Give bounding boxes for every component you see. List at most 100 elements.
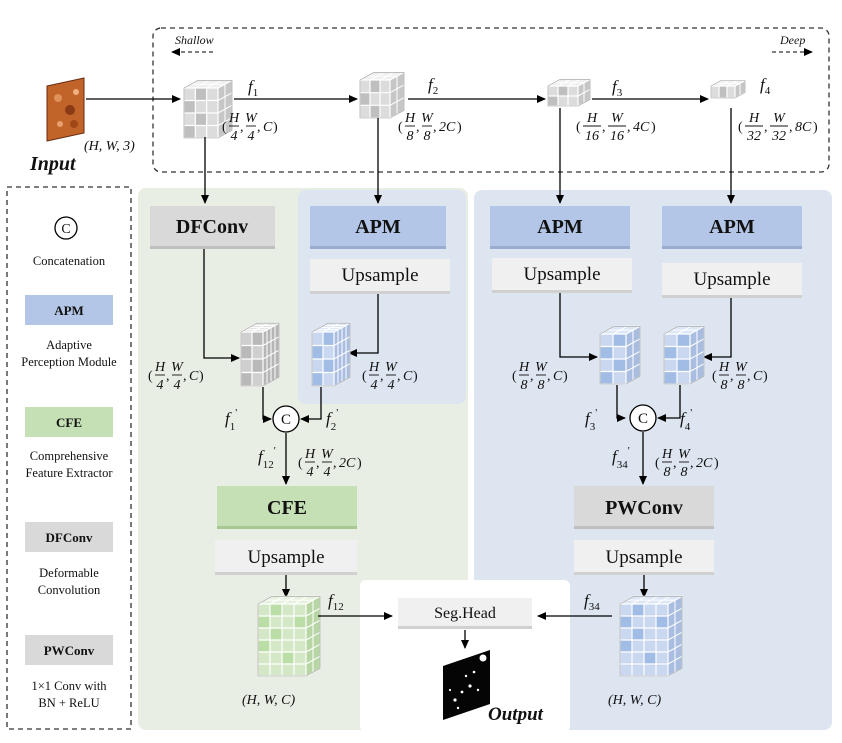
upsample-pwconv-label: Upsample <box>605 547 682 568</box>
cube-f2-prime <box>311 322 351 387</box>
legend-apm-line2: Perception Module <box>21 355 117 369</box>
svg-text:H: H <box>404 111 416 126</box>
legend-cfe-box <box>25 407 113 437</box>
f12-prime-label: f12' <box>258 445 276 471</box>
legend-concat-icon <box>54 216 78 240</box>
arrow-f3p-to-concat <box>616 385 626 422</box>
f4-label: f4 <box>760 75 771 97</box>
svg-text:C: C <box>403 369 413 384</box>
svg-text:): ) <box>763 369 768 384</box>
svg-text:(: ( <box>148 369 153 384</box>
apm-module-f3: APM <box>490 206 630 249</box>
arrow-f4p-to-concat <box>657 385 681 422</box>
svg-text:,: , <box>764 120 768 135</box>
concat-right-symbol: C <box>638 411 648 427</box>
legend-dfconv-line1: Deformable <box>39 566 99 580</box>
svg-text:W: W <box>535 360 548 375</box>
legend-item-dfconv: DFConv Deformable Convolution <box>25 522 113 597</box>
svg-text:,: , <box>240 120 244 135</box>
legend-cfe-line2: Feature Extractor <box>25 466 113 480</box>
svg-text:,: , <box>730 369 734 384</box>
f1-dims: (H4,W4,C) <box>222 111 278 144</box>
svg-text:8: 8 <box>664 465 671 480</box>
legend-apm-label: APM <box>54 303 84 318</box>
f2-dims: (H8,W8,2C) <box>398 111 462 144</box>
svg-text:4: 4 <box>388 378 395 393</box>
upsample-cfe: Upsample <box>215 540 357 575</box>
apm-f4-label: APM <box>709 216 755 238</box>
svg-text:): ) <box>813 120 818 135</box>
cube-f34 <box>619 595 683 677</box>
svg-text:): ) <box>563 369 568 384</box>
svg-text:,: , <box>166 369 170 384</box>
svg-text:4C: 4C <box>633 120 650 135</box>
legend-pwconv-label: PWConv <box>44 643 95 658</box>
svg-text:4: 4 <box>231 129 238 144</box>
upsample-pwconv: Upsample <box>574 540 714 575</box>
svg-text:,: , <box>602 120 606 135</box>
svg-text:W: W <box>678 447 691 462</box>
svg-text:(: ( <box>222 120 227 135</box>
svg-text:W: W <box>611 111 624 126</box>
svg-text:16: 16 <box>585 129 599 144</box>
svg-text:(: ( <box>512 369 517 384</box>
svg-text:,: , <box>547 369 551 384</box>
concat-right-icon <box>629 404 657 432</box>
svg-text:C: C <box>753 369 763 384</box>
svg-text:2C: 2C <box>696 456 713 471</box>
encoder-frame <box>152 27 830 173</box>
input-dims: (H, W, 3) <box>84 139 135 154</box>
svg-text:): ) <box>457 120 462 135</box>
svg-text:): ) <box>357 456 362 471</box>
cfe-module: CFE <box>217 486 357 529</box>
out-right-dims: (H, W, C) <box>608 693 661 708</box>
cube-f4-prime <box>663 325 705 385</box>
svg-text:4: 4 <box>371 378 378 393</box>
cfe-label: CFE <box>267 497 307 519</box>
right-a-dims: (H8,W8,C) <box>512 360 568 393</box>
legend-item-apm: APM Adaptive Perception Module <box>21 295 117 369</box>
svg-text:8C: 8C <box>795 120 812 135</box>
apm-f3-label: APM <box>537 216 583 238</box>
svg-text:,: , <box>690 456 694 471</box>
encoder-cube-f3 <box>547 78 591 107</box>
svg-text:H: H <box>228 111 240 126</box>
shallow-label: Shallow <box>175 33 214 47</box>
svg-text:16: 16 <box>610 129 624 144</box>
svg-text:W: W <box>385 360 398 375</box>
pwconv-label: PWConv <box>605 497 683 519</box>
concat-left-symbol: C <box>281 412 291 428</box>
svg-text:W: W <box>321 447 334 462</box>
svg-text:,: , <box>333 456 337 471</box>
svg-text:(: ( <box>298 456 303 471</box>
legend-apm-box <box>25 295 113 325</box>
svg-text:4: 4 <box>324 465 331 480</box>
svg-text:,: , <box>673 456 677 471</box>
arrow-upsample-to-cube-f3 <box>559 293 598 361</box>
svg-text:,: , <box>380 369 384 384</box>
legend-item-cfe: CFE Comprehensive Feature Extractor <box>25 407 113 480</box>
svg-text:,: , <box>316 456 320 471</box>
svg-text:H: H <box>518 360 530 375</box>
legend-dfconv-box <box>25 522 113 552</box>
legend-pwconv-line1: 1×1 Conv with <box>31 679 107 693</box>
svg-text:8: 8 <box>407 129 414 144</box>
input-title: Input <box>29 153 77 175</box>
arrow-f1p-to-concat <box>262 387 272 423</box>
upsample-f4: Upsample <box>662 263 802 298</box>
svg-text:4: 4 <box>157 378 164 393</box>
svg-text:): ) <box>651 120 656 135</box>
encoder-cube-f1 <box>183 79 233 139</box>
apm-module-left: APM <box>310 206 446 249</box>
svg-text:W: W <box>773 111 786 126</box>
legend-dfconv-line2: Convolution <box>38 583 101 597</box>
svg-text:H: H <box>154 360 166 375</box>
f4-dims: (H32,W32,8C) <box>738 111 818 144</box>
cube-f3-prime <box>599 325 641 385</box>
output-title: Output <box>488 704 544 725</box>
deep-label: Deep <box>779 33 805 47</box>
svg-text:8: 8 <box>721 378 728 393</box>
svg-text:(: ( <box>712 369 717 384</box>
seg-head: Seg.Head <box>398 598 532 629</box>
